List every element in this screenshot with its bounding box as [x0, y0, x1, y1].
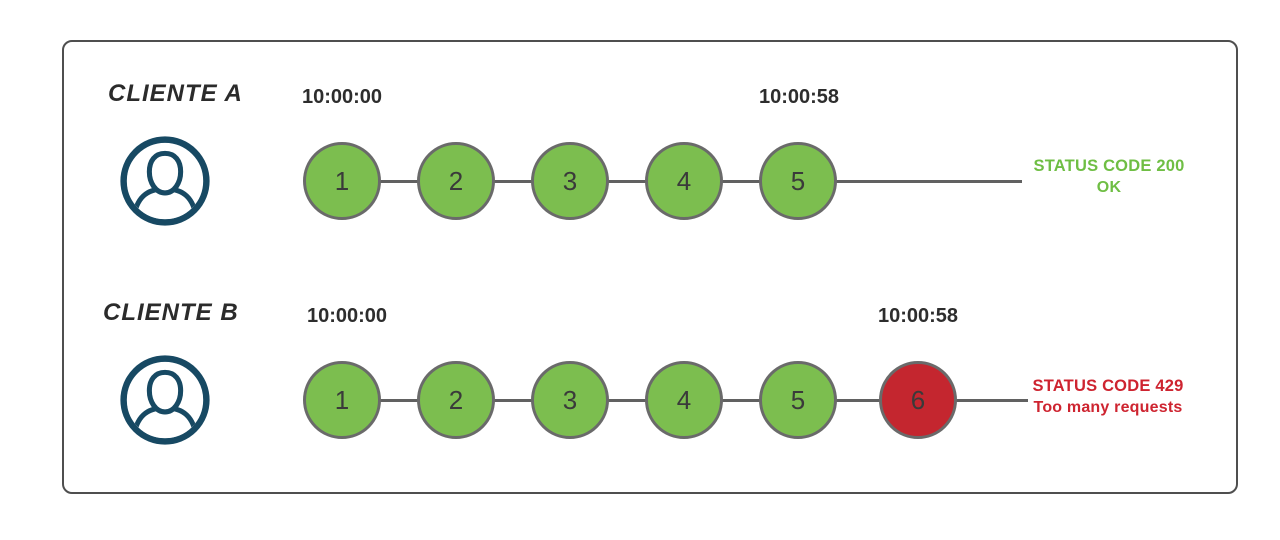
status-text-error: STATUS CODE 429 Too many requests	[1022, 376, 1194, 418]
request-circle: 1	[303, 361, 381, 439]
request-number: 4	[676, 165, 692, 196]
client-a-label: CLIENTE A	[108, 80, 243, 107]
request-number: 5	[790, 165, 806, 196]
request-number: 3	[562, 384, 578, 415]
request-number: 1	[334, 165, 350, 196]
start-timestamp: 10:00:00	[306, 305, 388, 327]
status-message-line: Too many requests	[1033, 399, 1183, 416]
end-timestamp: 10:00:58	[877, 305, 959, 327]
request-number: 5	[790, 384, 806, 415]
start-timestamp: 10:00:00	[301, 86, 383, 108]
request-number: 2	[448, 165, 464, 196]
user-icon	[119, 135, 211, 227]
request-number: 3	[562, 165, 578, 196]
client-b-label: CLIENTE B	[103, 299, 239, 326]
request-circle: 4	[645, 142, 723, 220]
request-circle-blocked: 6	[879, 361, 957, 439]
status-code-line: STATUS CODE 200	[1033, 157, 1185, 175]
request-circle: 3	[531, 142, 609, 220]
request-circle: 5	[759, 142, 837, 220]
end-timestamp: 10:00:58	[758, 86, 840, 108]
request-number: 1	[334, 384, 350, 415]
request-number: 6	[910, 384, 926, 415]
status-text-ok: STATUS CODE 200 OK	[1028, 156, 1190, 198]
status-message-line: OK	[1096, 179, 1122, 196]
request-circle: 4	[645, 361, 723, 439]
request-circle: 1	[303, 142, 381, 220]
request-circle: 2	[417, 361, 495, 439]
status-code-line: STATUS CODE 429	[1032, 377, 1184, 395]
request-circle: 5	[759, 361, 837, 439]
request-number: 4	[676, 384, 692, 415]
diagram-frame	[62, 40, 1238, 494]
user-icon	[119, 354, 211, 446]
request-circle: 3	[531, 361, 609, 439]
request-number: 2	[448, 384, 464, 415]
request-circle: 2	[417, 142, 495, 220]
